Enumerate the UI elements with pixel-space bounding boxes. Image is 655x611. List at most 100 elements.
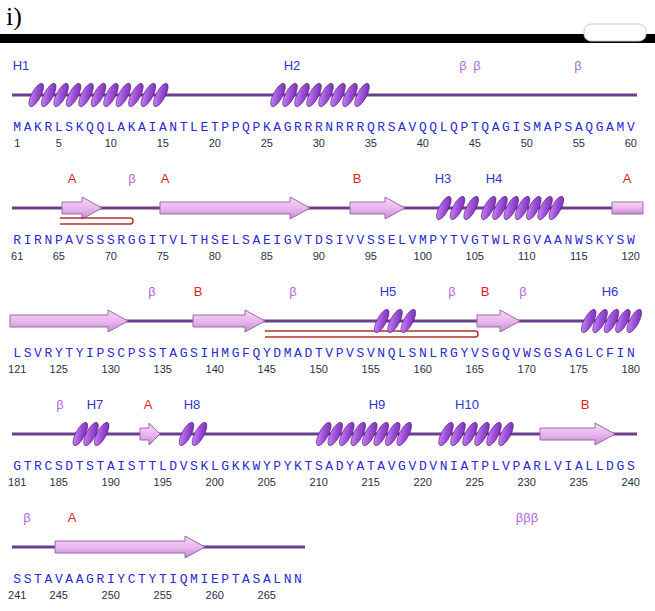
residue-number: 120 xyxy=(622,251,640,262)
strand-arrow xyxy=(62,197,102,219)
helix-coil xyxy=(189,420,209,447)
residue-number: 30 xyxy=(313,138,325,149)
helix-label: H3 xyxy=(435,172,452,185)
helix-coil xyxy=(151,81,171,108)
helix-label: H5 xyxy=(380,285,397,298)
residue-number: 165 xyxy=(466,364,484,375)
residue-number: 85 xyxy=(261,251,273,262)
helix-label: H8 xyxy=(184,398,201,411)
top-tab xyxy=(584,24,646,41)
beta-label: β xyxy=(473,59,480,72)
sequence-line: RIRNPAVSSSRGGITVLTHSELSAEIGVTDSIVVSSELVM… xyxy=(13,234,637,247)
beta-label: β xyxy=(448,285,455,298)
strand-arrow xyxy=(193,310,265,332)
residue-number: 20 xyxy=(209,138,221,149)
helix-coil xyxy=(394,420,414,447)
strand-arrow xyxy=(350,197,405,219)
residue-number: 100 xyxy=(414,251,432,262)
residue-number: 265 xyxy=(258,590,276,601)
residue-number: 145 xyxy=(258,364,276,375)
helix-label: H1 xyxy=(13,59,30,72)
residue-number: 150 xyxy=(310,364,328,375)
helix-label: H4 xyxy=(486,172,503,185)
helix-coil xyxy=(92,420,112,447)
beta-label: β xyxy=(56,398,63,411)
residue-number: 61 xyxy=(11,251,23,262)
residue-number: 170 xyxy=(518,364,536,375)
sheet-label: A xyxy=(144,398,153,411)
sheet-label: A xyxy=(623,172,632,185)
residue-number: 45 xyxy=(469,138,481,149)
beta-label: β xyxy=(23,511,30,524)
residue-number: 75 xyxy=(157,251,169,262)
strand-arrow xyxy=(10,310,128,332)
sheet-label: A xyxy=(68,511,77,524)
residue-number: 175 xyxy=(570,364,588,375)
sheet-label: B xyxy=(481,285,490,298)
residue-number: 200 xyxy=(206,477,224,488)
residue-number: 65 xyxy=(53,251,65,262)
residue-number: 60 xyxy=(625,138,637,149)
sequence-line: MAKRLSKQQLAKAIANTLETPPQPKAGRRRNRRRQRSAVQ… xyxy=(13,121,637,134)
residue-number: 225 xyxy=(466,477,484,488)
sheet-label: B xyxy=(581,398,590,411)
residue-number: 95 xyxy=(365,251,377,262)
beta-label: βββ xyxy=(516,511,538,524)
residue-number: 215 xyxy=(362,477,380,488)
helix-coil xyxy=(352,81,372,108)
residue-number: 160 xyxy=(414,364,432,375)
strand-arrow xyxy=(160,197,310,219)
sequence-line: LSVRYTYIPSCPSSTAGSIHMGFQYDMADTVPVSVNQLSN… xyxy=(13,347,637,360)
beta-label: β xyxy=(128,172,135,185)
helix-label: H6 xyxy=(602,285,619,298)
residue-number: 10 xyxy=(105,138,117,149)
residue-number: 15 xyxy=(157,138,169,149)
hairpin-bracket xyxy=(60,218,133,224)
sheet-label: A xyxy=(68,172,77,185)
helix-label: H9 xyxy=(369,398,386,411)
residue-number: 190 xyxy=(102,477,120,488)
residue-number: 220 xyxy=(414,477,432,488)
sequence-line: SSTAVAAGRIYCTYTIQMIEPTASALNN xyxy=(13,573,304,586)
residue-number: 210 xyxy=(310,477,328,488)
residue-number: 185 xyxy=(50,477,68,488)
strand-arrow xyxy=(55,536,205,558)
residue-number: 40 xyxy=(417,138,429,149)
helix-coil xyxy=(398,307,418,334)
residue-number: 130 xyxy=(102,364,120,375)
hairpin-bracket xyxy=(265,331,478,337)
sheet-label: B xyxy=(194,285,203,298)
residue-number: 255 xyxy=(154,590,172,601)
residue-number: 55 xyxy=(573,138,585,149)
sequence-line: GTRCSDTSTAISTTLDVSKLGKKWYPYKTSADYATAVGVD… xyxy=(13,460,637,473)
top-bar xyxy=(0,34,655,43)
sheet-label: B xyxy=(353,172,362,185)
beta-label: β xyxy=(574,59,581,72)
residue-number: 50 xyxy=(521,138,533,149)
strand-arrow xyxy=(540,423,615,445)
residue-number: 115 xyxy=(570,251,588,262)
residue-number: 140 xyxy=(206,364,224,375)
beta-label: β xyxy=(519,285,526,298)
residue-number: 180 xyxy=(622,364,640,375)
residue-number: 235 xyxy=(570,477,588,488)
beta-label: β xyxy=(459,59,466,72)
panel-label: i) xyxy=(6,4,22,30)
helix-coil xyxy=(546,194,566,221)
residue-number: 181 xyxy=(8,477,26,488)
residue-number: 205 xyxy=(258,477,276,488)
residue-number: 241 xyxy=(8,590,26,601)
helix-label: H10 xyxy=(455,398,479,411)
strand-arrow xyxy=(477,310,520,332)
helix-label: H2 xyxy=(284,59,301,72)
residue-number: 125 xyxy=(50,364,68,375)
residue-number: 240 xyxy=(622,477,640,488)
helix-coil xyxy=(624,307,644,334)
residue-number: 80 xyxy=(209,251,221,262)
helix-coil xyxy=(461,194,481,221)
residue-number: 195 xyxy=(154,477,172,488)
sheet-label: A xyxy=(161,172,170,185)
helix-coil xyxy=(496,420,516,447)
residue-number: 105 xyxy=(466,251,484,262)
